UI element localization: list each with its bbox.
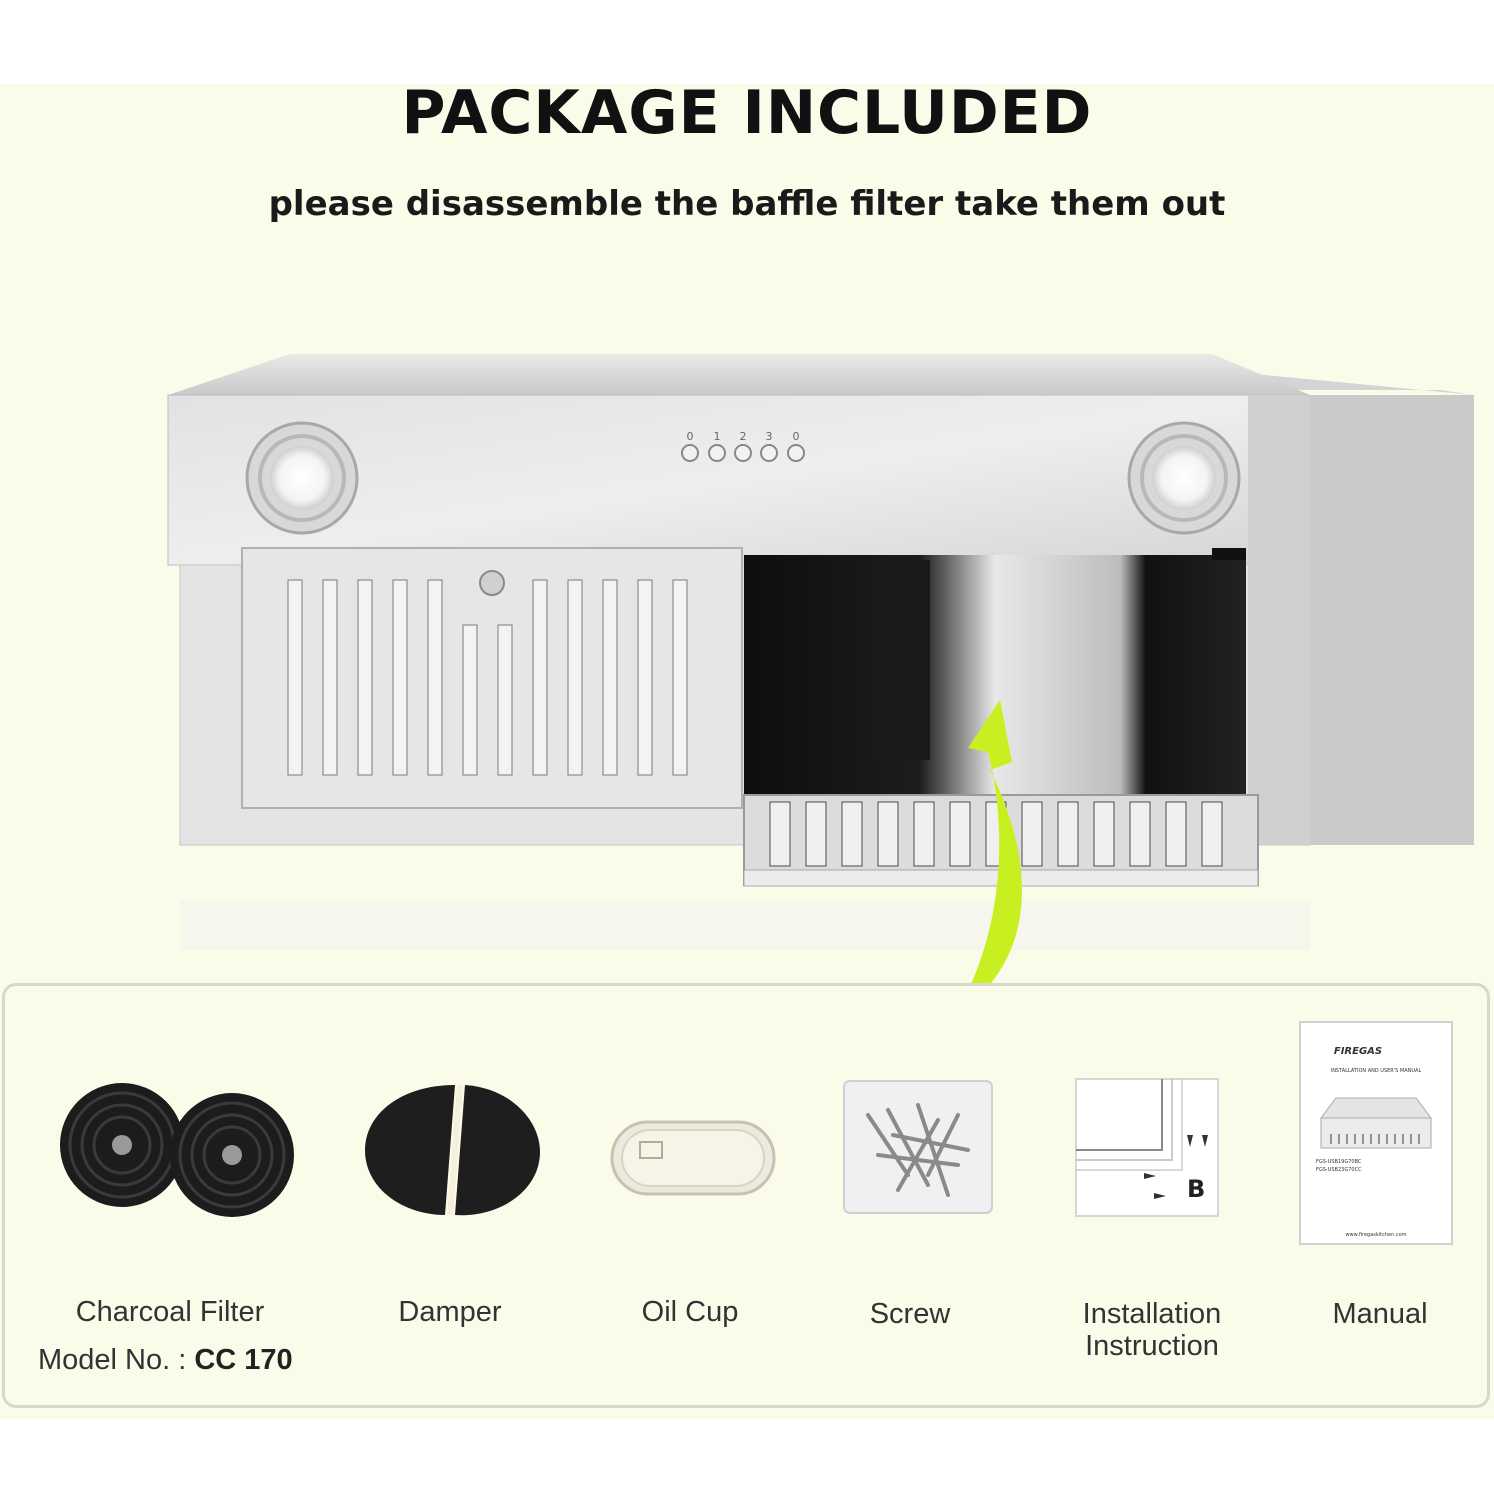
model-prefix: Model No. : [38,1344,195,1376]
oil-cup-icon [610,1120,776,1196]
manual-model-1: FGS-USB19G70BC [1316,1159,1362,1165]
page-subtitle: please disassemble the baffle filter tak… [268,184,1226,224]
label-screw: Screw [869,1298,951,1330]
damper-icon [365,1084,540,1216]
baffle-slot [949,801,971,867]
baffle-slot [841,801,863,867]
control-buttons: 0 1 2 3 0 [681,430,805,462]
page-title: PACKAGE INCLUDED [401,78,1093,148]
control-label: 0 [687,430,694,443]
control-label: 1 [714,430,721,443]
baffle-slot [913,801,935,867]
baffle-slot [769,801,791,867]
baffle-slot [497,624,513,776]
baffle-slot [602,579,618,776]
baffle-slot [1201,801,1223,867]
baffle-slots [287,579,688,776]
label-damper: Damper [398,1296,502,1328]
manual-booklet-icon: FIREGAS INSTALLATION AND USER'S MANUAL F… [1299,1021,1453,1245]
label-manual: Manual [1332,1298,1428,1330]
baffle-slot [1093,801,1115,867]
baffle-slot [357,579,373,776]
label-oil-cup: Oil Cup [641,1296,739,1328]
control-label: 0 [793,430,800,443]
baffle-slot [322,579,338,776]
manual-heading: INSTALLATION AND USER'S MANUAL [1331,1068,1422,1074]
control-label: 2 [740,430,747,443]
baffle-slot [567,579,583,776]
label-charcoal-filter: Charcoal Filter [75,1296,265,1328]
baffle-slot [532,579,548,776]
baffle-slot [1021,801,1043,867]
baffle-slot [672,579,688,776]
baffle-slot [1129,801,1151,867]
baffle-slot [805,801,827,867]
baffle-slot [1057,801,1079,867]
label-installation-instruction: Installation Instruction [1082,1298,1222,1362]
model-number: Model No. : CC 170 [38,1344,338,1377]
manual-model-2: FGS-USB23G70CC [1316,1167,1362,1173]
baffle-slot [287,579,303,776]
control-label: 3 [766,430,773,443]
installation-sheet-icon: B [1075,1078,1219,1217]
manual-brand: FIREGAS [1334,1046,1382,1057]
baffle-slot [462,624,478,776]
baffle-slot [427,579,443,776]
baffle-slot [392,579,408,776]
range-hood-illustration: 0 1 2 3 0 [0,340,1494,980]
baffle-slot [637,579,653,776]
install-sheet-letter: B [1187,1175,1205,1203]
baffle-slots-open [769,801,1223,867]
range-hood-svg: 0 1 2 3 0 [167,354,1474,950]
charcoal-filter-icon [60,1083,294,1217]
manual-website: www.firegaskitchen.com [1345,1232,1406,1238]
baffle-slot [877,801,899,867]
screw-bag-icon [843,1080,993,1214]
model-value: CC 170 [194,1344,293,1376]
baffle-slot [1165,801,1187,867]
